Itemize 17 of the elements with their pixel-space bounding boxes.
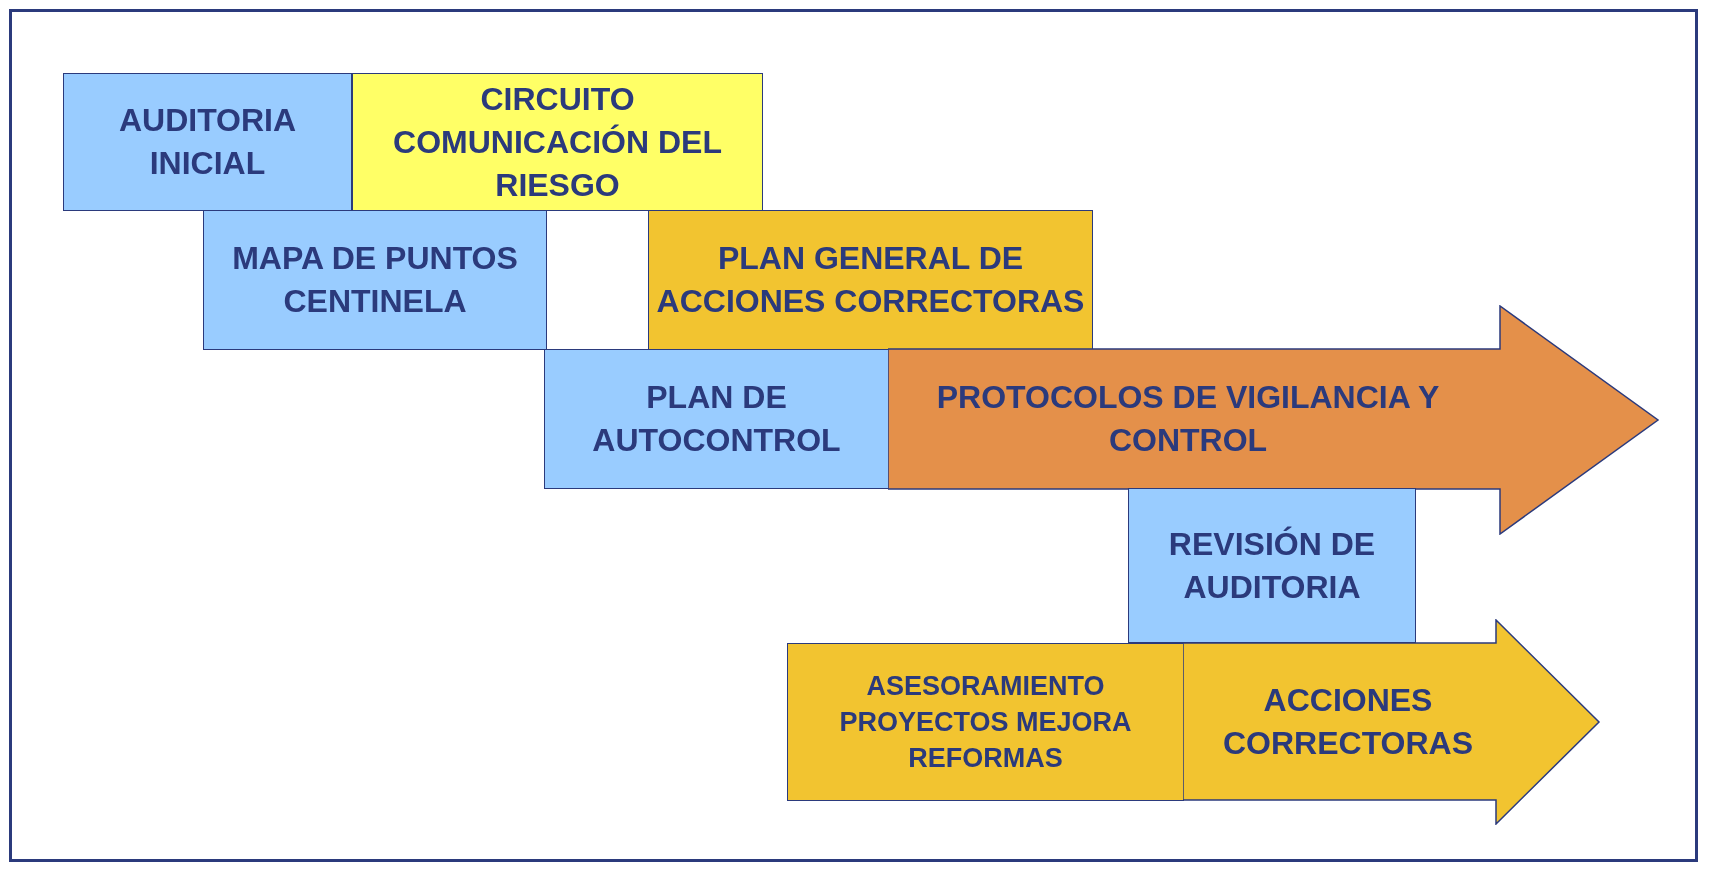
process-box — [203, 210, 547, 350]
box-text: ASESORAMIENTO PROYECTOS MEJORA REFORMAS — [838, 670, 1133, 775]
box-text: PLAN GENERAL DE ACCIONES CORRECTORAS — [655, 239, 1086, 321]
process-box — [63, 73, 352, 211]
box-text: REVISIÓN DE AUDITORIA — [1167, 524, 1377, 607]
process-box — [352, 73, 763, 211]
box-text: AUDITORIA INICIAL — [117, 101, 298, 183]
arrow-banner — [1183, 619, 1601, 825]
box-text: ACCIONES CORRECTORAS — [1221, 680, 1475, 763]
box-text: PLAN DE AUTOCONTROL — [591, 378, 842, 460]
process-box — [787, 643, 1184, 801]
box-text: PROTOCOLOS DE VIGILANCIA Y CONTROL — [935, 378, 1441, 460]
process-box — [1128, 488, 1416, 643]
box-text: MAPA DE PUNTOS CENTINELA — [231, 239, 519, 321]
process-box — [648, 210, 1093, 350]
process-box — [544, 349, 889, 489]
box-text: CIRCUITO COMUNICACIÓN DEL RIESGO — [392, 79, 723, 205]
